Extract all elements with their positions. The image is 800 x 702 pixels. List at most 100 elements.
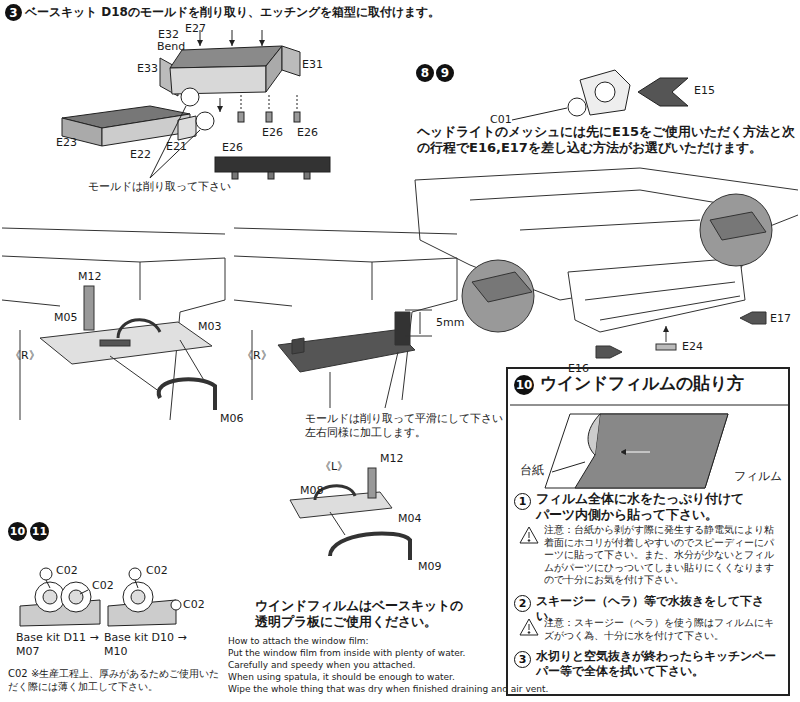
part-label: M06: [220, 412, 244, 426]
drawing-part: [69, 590, 83, 604]
drawing-part: [61, 582, 91, 612]
drawing-part: [740, 312, 766, 324]
drawing-part: [181, 88, 199, 106]
chassis-right: [2, 228, 225, 420]
drawing-part: [528, 540, 530, 542]
drawing-part: [568, 258, 745, 332]
drawing-part: [282, 46, 300, 76]
part-label: M04: [398, 512, 422, 526]
note-text: モールドは削り取って平滑にして下さい 左右同様に加工します。: [305, 412, 515, 440]
drawing-part: [196, 112, 214, 130]
drawing-part: [529, 624, 530, 630]
drawing-part: [580, 70, 630, 115]
drawing-part: [545, 414, 728, 488]
box-parts: [62, 30, 330, 179]
drawing-part: [472, 272, 532, 302]
part-label: Carefully and speedy when you attached.: [228, 660, 415, 671]
step-number: 3: [5, 4, 22, 21]
drawing-part: [656, 344, 676, 350]
drawing-part: [620, 452, 650, 453]
film-illustration: [510, 405, 788, 635]
drawing-part: [420, 312, 421, 334]
note-text: 注意：スキージー（ヘラ）を使う際はフィルムにキズがつく為、十分に水を付けて下さい…: [544, 617, 782, 642]
note-text: Base kit D10 →M10: [104, 631, 192, 659]
drawing-part: [596, 346, 622, 358]
drawing-part: [40, 322, 212, 364]
drawing-part: [520, 619, 538, 635]
drawing-part: [118, 320, 160, 338]
left-part: [290, 468, 410, 560]
drawing-part: [266, 46, 282, 92]
part-label: 《R》: [10, 349, 40, 363]
drawing-part: [568, 98, 586, 116]
part-label: M12: [380, 452, 404, 466]
part-label: フィルム: [734, 469, 782, 484]
part-label: M03: [198, 320, 222, 334]
drawing-part: [234, 228, 457, 400]
part-label: C02: [183, 598, 205, 612]
drawing-part: [150, 106, 186, 178]
part-label: M09: [418, 560, 442, 574]
drawing-part: [269, 95, 270, 110]
drawing-part: [368, 468, 376, 498]
drawing-part: [385, 352, 398, 408]
drawing-part: [180, 340, 205, 382]
part-label: E26: [262, 126, 283, 140]
heading-text: ベースキット D18のモールドを削り取り、エッチングを箱型に取付けます。: [25, 5, 440, 20]
step-number: 10: [514, 375, 534, 395]
drawing-part: [595, 82, 615, 102]
drawing-part: [2, 228, 225, 420]
heading-text: ウインドフィルムの貼り方: [540, 373, 744, 394]
drawing-part: [170, 46, 282, 68]
drawing-part: [220, 98, 221, 112]
drawing-part: [100, 340, 130, 346]
note-text: 水切りと空気抜きが終わったらキッチンペーパー等で全体を拭いて下さい。: [536, 649, 784, 679]
part-label: 台紙: [520, 463, 544, 478]
drawing-part: [520, 527, 538, 543]
drawing-part: [292, 338, 304, 354]
drawing-part: [529, 532, 530, 538]
part-label: E24: [682, 340, 703, 354]
drawing-part: [84, 286, 94, 330]
part-label: M05: [54, 311, 78, 325]
drawing-part: [528, 632, 530, 634]
step-number: 10: [8, 522, 27, 541]
note-text: Base kit D11 →M07: [16, 631, 104, 659]
headlight: [512, 70, 688, 120]
drawing-part: [129, 568, 141, 580]
drawing-part: [585, 282, 740, 320]
part-label: E21: [166, 140, 187, 154]
drawing-part: [43, 590, 57, 604]
drawing-part: [588, 414, 600, 455]
part-label: E26: [222, 141, 243, 155]
drawing-part: [710, 212, 766, 240]
drawing-part: [171, 600, 181, 610]
car-underside: [415, 168, 798, 358]
drawing-part: [150, 130, 200, 178]
note-text: フィルム全体に水をたっぷり付けてパーツ内側から貼って下さい。: [536, 491, 756, 524]
part-label: 5mm: [436, 316, 464, 330]
part-label: M08: [300, 484, 324, 498]
note-text: C02 ※生産工程上、厚みがあるためご使用いただく際には薄く加工して下さい。: [8, 668, 228, 693]
drawing-part: [110, 356, 160, 392]
drawing-part: [552, 462, 585, 472]
part-label: E33: [137, 62, 158, 76]
part-label: M12: [78, 270, 102, 284]
drawing-part: [135, 580, 138, 588]
part-label: 《R》: [242, 349, 272, 363]
drawing-part: [405, 310, 432, 311]
part-label: E31: [302, 58, 323, 72]
drawing-part: [405, 336, 432, 337]
drawing-part: [232, 172, 238, 179]
part-label: モールドは削り取って下さい: [88, 180, 231, 194]
part-label: E32: [158, 28, 179, 42]
drawing-part: [512, 108, 567, 120]
part-label: C02: [56, 564, 78, 578]
drawing-part: [666, 326, 667, 342]
drawing-part: [700, 194, 772, 266]
drawing-part: [304, 172, 310, 179]
step-number: 1: [514, 493, 531, 510]
instruction-box: 10 ウインドフィルムの貼り方台紙 フィルム 1 フィルム全体に水をたっぷり付けてパーツ…: [506, 367, 790, 696]
part-label: Put the window film from inside with ple…: [228, 648, 465, 659]
drawing-part: [575, 414, 728, 488]
